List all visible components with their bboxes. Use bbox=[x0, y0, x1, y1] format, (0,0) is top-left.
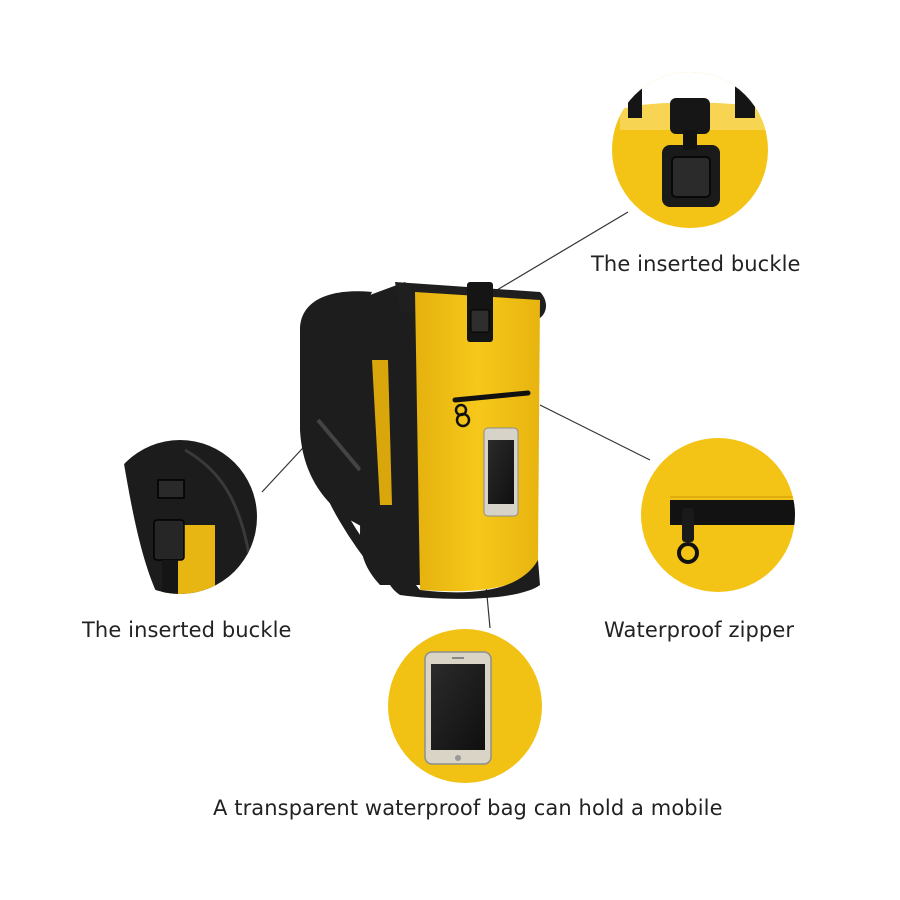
detail-circle-side-buckle bbox=[103, 440, 257, 594]
caption-side-buckle: The inserted buckle bbox=[82, 618, 292, 642]
leader-line-top-right bbox=[496, 211, 629, 291]
detail-circle-phone-pocket bbox=[388, 629, 542, 783]
caption-phone-pocket: A transparent waterproof bag can hold a … bbox=[213, 796, 723, 820]
backpack-main bbox=[300, 282, 546, 599]
caption-top-buckle: The inserted buckle bbox=[591, 252, 801, 276]
detail-circle-zipper bbox=[641, 438, 795, 592]
caption-waterproof-zipper: Waterproof zipper bbox=[604, 618, 795, 642]
leader-line-right bbox=[539, 404, 651, 461]
